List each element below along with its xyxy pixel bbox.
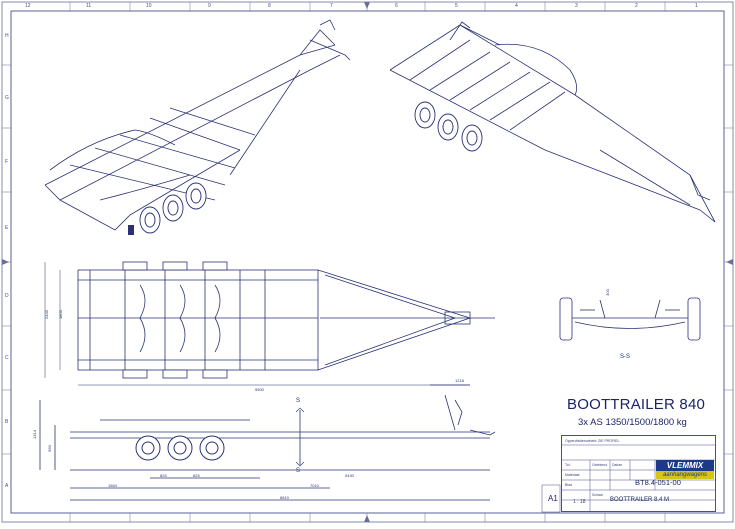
top-view-dimensions <box>44 262 470 386</box>
drawing-number: BT8.4-051-00 <box>635 478 681 487</box>
dim-height-total: 1314 <box>31 430 37 439</box>
title-block: Oppervlakteruwheid: ZIE PROFIEL Tol. Mat… <box>561 435 716 512</box>
tb-note-scale: Schaal <box>592 493 603 497</box>
center-mark-right <box>726 259 733 265</box>
grid-top-12: 12 <box>25 3 31 9</box>
top-view-wheels <box>122 261 228 379</box>
grid-top-9: 9 <box>208 3 211 9</box>
grid-top-3: 3 <box>575 3 578 9</box>
grid-top-10: 10 <box>146 3 152 9</box>
grid-side-C: C <box>5 355 9 361</box>
grid-top-1: 1 <box>695 3 698 9</box>
top-view <box>77 269 495 371</box>
dim-axle-1: 825 <box>160 473 167 478</box>
isometric-view-left <box>44 19 351 231</box>
tb-note-date: Datum <box>612 463 623 467</box>
dim-total-length: 8810 <box>280 495 289 500</box>
grid-side-E: E <box>5 225 9 231</box>
tb-note-tol: Tol. <box>565 463 571 467</box>
section-view <box>570 299 690 329</box>
side-view <box>39 384 496 501</box>
drawing-name: BOOTTRAILER 8.4 M <box>610 497 670 503</box>
dim-frame-to-hitch: 5430 <box>345 473 354 478</box>
grid-side-H: H <box>5 33 9 39</box>
grid-ticks <box>2 2 733 522</box>
grid-side-G: G <box>5 95 9 101</box>
grid-top-7: 7 <box>330 3 333 9</box>
isometric-left-wheels <box>139 182 207 234</box>
dim-deck-length: 7010 <box>310 483 319 488</box>
grid-side-B: B <box>5 419 9 425</box>
grid-top-4: 4 <box>515 3 518 9</box>
dim-top-length: 5500 <box>255 387 264 392</box>
grid-top-2: 2 <box>635 3 638 9</box>
side-view-wheels <box>135 435 225 461</box>
grid-top-11: 11 <box>86 3 92 9</box>
center-mark-top <box>364 2 370 9</box>
section-arrow-top <box>295 407 305 413</box>
dim-section-height: 300 <box>604 289 610 296</box>
isometric-right-wheels <box>414 101 483 152</box>
company-logo: VLEMMIX aanhangwagens <box>656 460 714 482</box>
grid-top-6: 6 <box>395 3 398 9</box>
grid-top-8: 8 <box>268 3 271 9</box>
grid-side-D: D <box>5 293 9 299</box>
tb-note-drawn: Getekend <box>592 463 608 467</box>
dim-front-overhang: 1218 <box>455 378 464 383</box>
dim-width-outer: 2440 <box>43 310 49 319</box>
dim-height-deck: 560 <box>46 445 52 452</box>
tb-note-sheet: Blad <box>565 483 573 487</box>
dim-axle-2: 825 <box>193 473 200 478</box>
isometric-view-right <box>389 21 716 223</box>
section-label: S-S <box>620 354 631 360</box>
drawing-subtitle: 3x AS 1350/1500/1800 kg <box>578 417 687 428</box>
section-marker-bottom: S <box>296 468 301 474</box>
tb-note-surface: Oppervlakteruwheid: ZIE PROFIEL <box>565 439 620 443</box>
center-mark-left <box>2 259 9 265</box>
logo-line2: aanhangwagens <box>656 471 714 479</box>
tb-note-material: Materiaal <box>565 473 580 477</box>
sheet-size-box <box>541 484 561 513</box>
section-arrow-bottom <box>295 461 305 467</box>
section-wheels <box>559 297 701 341</box>
grid-side-F: F <box>5 159 9 165</box>
mudflap-left <box>128 225 134 235</box>
grid-top-5: 5 <box>455 3 458 9</box>
dim-rear-overhang: 1564 <box>108 483 117 488</box>
center-mark-bottom <box>364 515 370 522</box>
grid-side-A: A <box>5 483 9 489</box>
section-marker-top: S <box>296 398 301 404</box>
sheet-size: A1 <box>548 494 558 503</box>
dim-width-inner: 1800 <box>57 310 63 319</box>
drawing-title: BOOTTRAILER 840 <box>567 396 706 413</box>
logo-line1: VLEMMIX <box>656 460 714 471</box>
scale-value: 1 : 18 <box>573 499 586 505</box>
